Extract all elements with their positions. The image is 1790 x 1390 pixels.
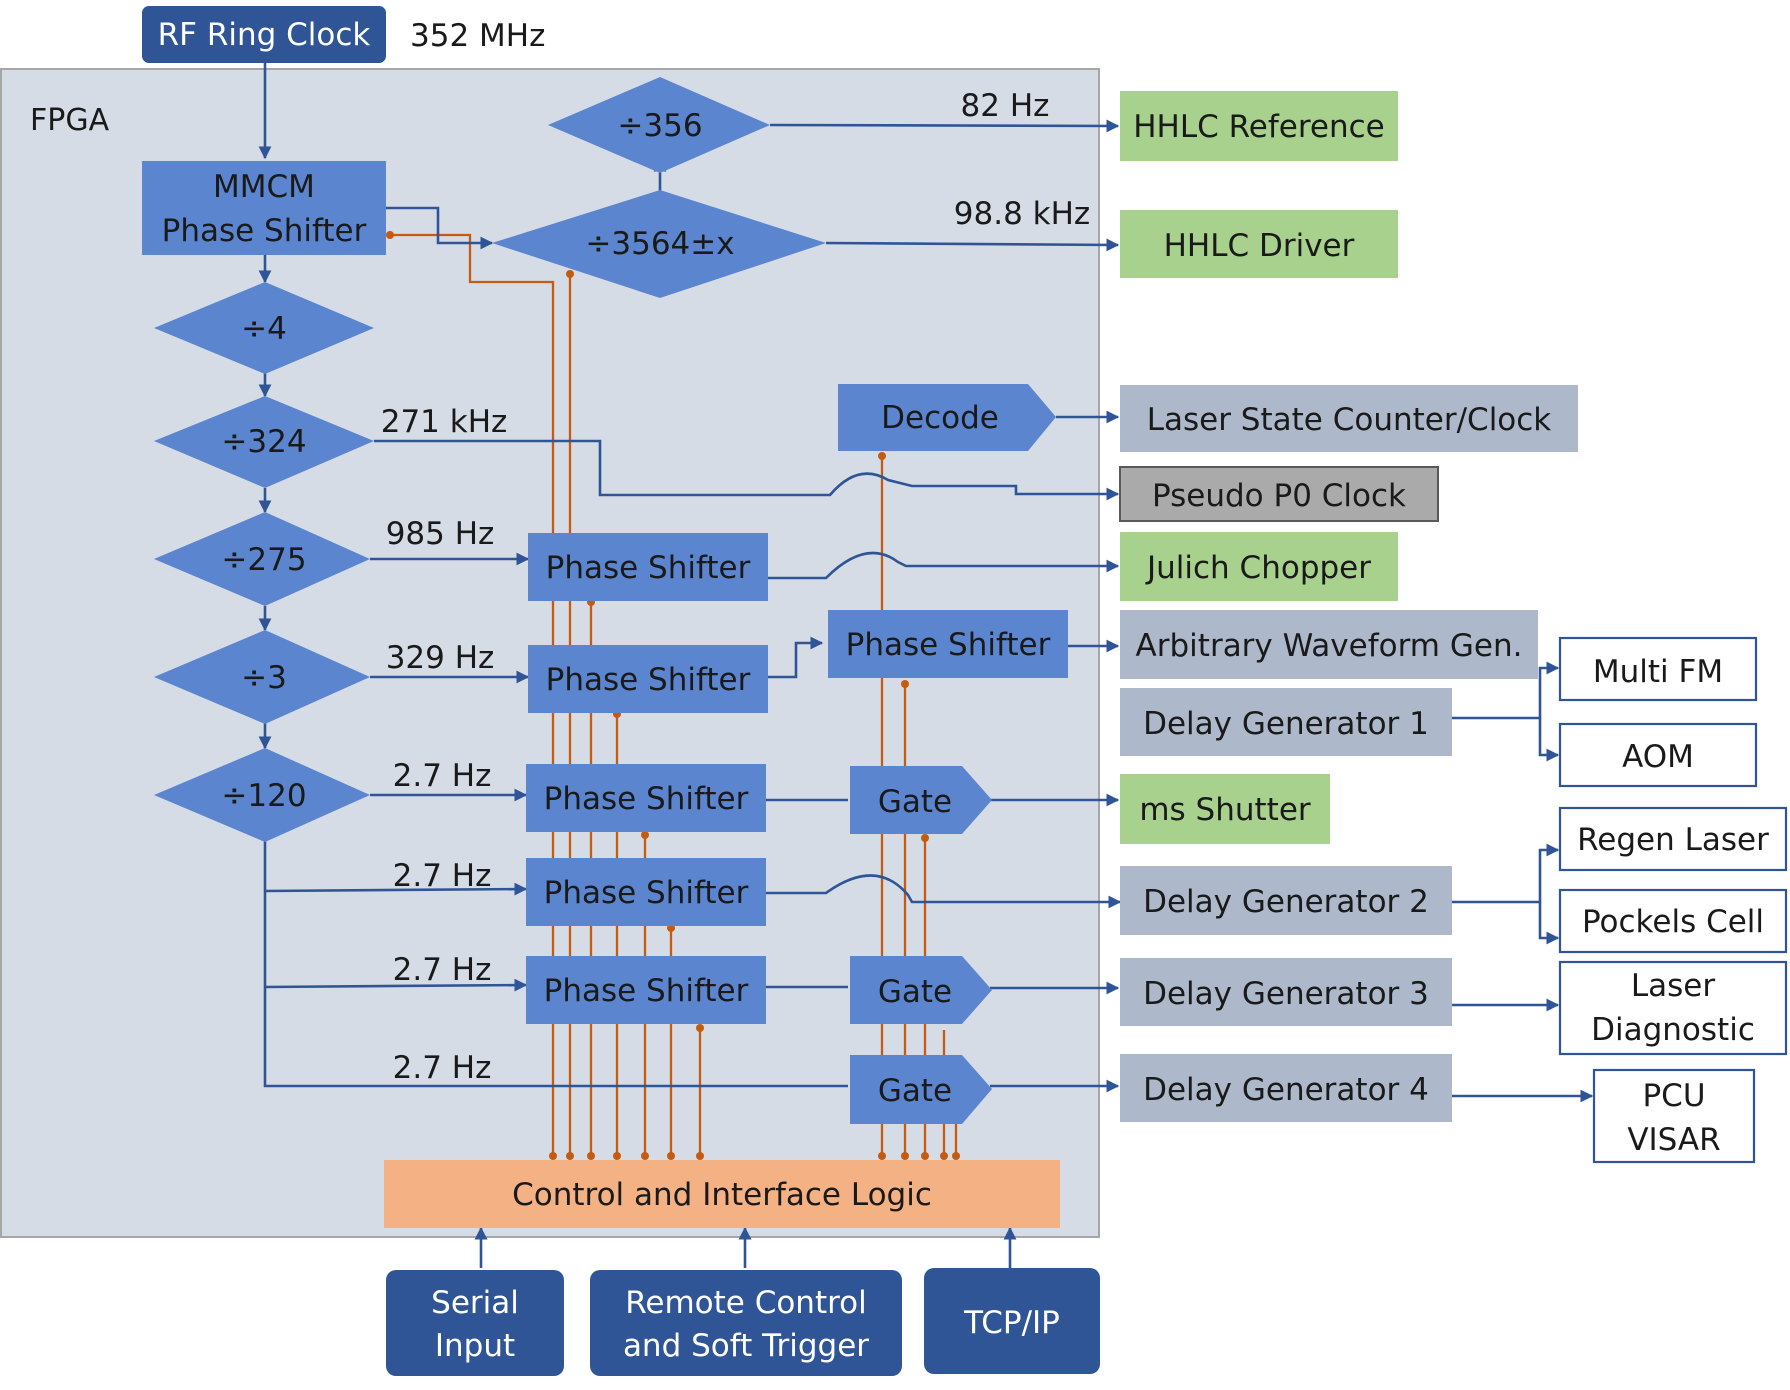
svg-text:÷324: ÷324: [221, 424, 306, 460]
svg-text:Delay Generator 2: Delay Generator 2: [1143, 884, 1429, 920]
output-delay-generator-2: Delay Generator 2: [1120, 866, 1452, 935]
svg-text:VISAR: VISAR: [1627, 1122, 1720, 1158]
svg-text:Delay Generator 1: Delay Generator 1: [1143, 706, 1429, 742]
gate-ms-shutter: Gate: [850, 766, 992, 834]
svg-text:ms Shutter: ms Shutter: [1139, 792, 1311, 828]
svg-text:Delay Generator 3: Delay Generator 3: [1143, 976, 1429, 1012]
svg-text:Phase Shifter: Phase Shifter: [544, 781, 749, 817]
rf-ring-clock-block: RF Ring Clock: [142, 6, 386, 63]
output-delay-generator-3: Delay Generator 3: [1120, 958, 1452, 1026]
phase-shifter-985hz: Phase Shifter: [528, 533, 768, 601]
svg-text:Delay Generator 4: Delay Generator 4: [1143, 1072, 1429, 1108]
phase-shifter-2-7hz-3: Phase Shifter: [526, 956, 766, 1024]
divider-3564: ÷3564±x: [492, 190, 826, 298]
divider-324: ÷324: [154, 396, 374, 488]
svg-text:Remote Control: Remote Control: [625, 1285, 867, 1321]
svg-text:Julich Chopper: Julich Chopper: [1145, 550, 1371, 586]
rf-frequency-label: 352 MHz: [410, 18, 545, 54]
device-multi-fm: Multi FM: [1558, 636, 1758, 702]
svg-text:Multi FM: Multi FM: [1593, 654, 1723, 690]
svg-text:Phase Shifter: Phase Shifter: [846, 627, 1051, 663]
svg-text:Diagnostic: Diagnostic: [1591, 1012, 1755, 1048]
decode-block: Decode: [838, 384, 1056, 451]
svg-text:÷120: ÷120: [221, 778, 306, 814]
output-hhlc-driver: HHLC Driver: [1120, 210, 1398, 278]
output-delay-generator-4: Delay Generator 4: [1120, 1054, 1452, 1122]
divider-4: ÷4: [154, 282, 374, 374]
phase-shifter-329hz: Phase Shifter: [528, 645, 768, 713]
svg-text:TCP/IP: TCP/IP: [963, 1305, 1060, 1341]
svg-text:Phase Shifter: Phase Shifter: [544, 875, 749, 911]
freq-label-98khz: 98.8 kHz: [954, 196, 1090, 232]
svg-text:HHLC Reference: HHLC Reference: [1133, 109, 1385, 145]
svg-text:Decode: Decode: [881, 400, 999, 436]
svg-text:and Soft Trigger: and Soft Trigger: [623, 1328, 869, 1364]
output-hhlc-reference: HHLC Reference: [1120, 91, 1398, 161]
freq-label-82hz: 82 Hz: [961, 88, 1050, 124]
gate-dg3: Gate: [850, 956, 992, 1024]
svg-text:Phase Shifter: Phase Shifter: [546, 662, 751, 698]
svg-text:AOM: AOM: [1622, 739, 1694, 775]
device-regen-laser: Regen Laser: [1558, 806, 1788, 872]
svg-text:Control and Interface Logic: Control and Interface Logic: [512, 1177, 932, 1213]
svg-text:Gate: Gate: [878, 784, 952, 820]
input-tcp-ip: TCP/IP: [924, 1268, 1100, 1374]
divider-275: ÷275: [154, 512, 370, 606]
divider-356: ÷356: [548, 77, 770, 173]
phase-shifter-2-7hz-1: Phase Shifter: [526, 764, 766, 832]
freq-label-2-7hz: 2.7 Hz: [393, 858, 492, 894]
svg-text:Phase Shifter: Phase Shifter: [544, 973, 749, 1009]
divider-120: ÷120: [154, 748, 370, 842]
device-aom: AOM: [1558, 722, 1758, 788]
fpga-label: FPGA: [30, 103, 110, 138]
svg-text:Arbitrary Waveform Gen.: Arbitrary Waveform Gen.: [1136, 628, 1523, 664]
svg-text:MMCM: MMCM: [213, 169, 315, 205]
phase-shifter-2-7hz-2: Phase Shifter: [526, 858, 766, 926]
freq-label-2-7hz: 2.7 Hz: [393, 1050, 492, 1086]
signal-wires: [258, 63, 1594, 1268]
svg-text:Laser: Laser: [1631, 968, 1715, 1004]
svg-text:PCU: PCU: [1642, 1078, 1705, 1114]
output-delay-generator-1: Delay Generator 1: [1120, 688, 1452, 756]
mmcm-phase-shifter-block: MMCM Phase Shifter: [142, 161, 386, 255]
svg-text:÷3564±x: ÷3564±x: [585, 226, 734, 262]
input-remote-control: Remote Control and Soft Trigger: [590, 1270, 902, 1376]
phase-shifter-awg: Phase Shifter: [828, 610, 1068, 678]
device-pockels-cell: Pockels Cell: [1558, 888, 1788, 954]
svg-text:Phase Shifter: Phase Shifter: [546, 550, 751, 586]
gate-dg4: Gate: [850, 1055, 992, 1124]
freq-label-985hz: 985 Hz: [386, 516, 495, 552]
freq-label-2-7hz: 2.7 Hz: [393, 758, 492, 794]
output-laser-state-counter: Laser State Counter/Clock: [1120, 385, 1578, 452]
freq-label-271khz: 271 kHz: [381, 404, 508, 440]
input-serial: Serial Input: [386, 1270, 564, 1376]
svg-text:RF Ring Clock: RF Ring Clock: [158, 17, 371, 53]
device-pcu-visar: PCU VISAR: [1592, 1068, 1756, 1164]
divider-3: ÷3: [154, 630, 370, 724]
svg-text:Regen Laser: Regen Laser: [1577, 822, 1769, 858]
svg-text:÷3: ÷3: [241, 660, 287, 696]
svg-text:Pockels Cell: Pockels Cell: [1582, 904, 1764, 940]
output-arbitrary-waveform-gen: Arbitrary Waveform Gen.: [1120, 610, 1538, 679]
svg-text:Gate: Gate: [878, 974, 952, 1010]
freq-label-2-7hz: 2.7 Hz: [393, 952, 492, 988]
svg-text:Laser State Counter/Clock: Laser State Counter/Clock: [1147, 402, 1552, 438]
svg-text:Pseudo P0 Clock: Pseudo P0 Clock: [1152, 478, 1406, 514]
device-laser-diagnostic: Laser Diagnostic: [1558, 960, 1788, 1056]
output-pseudo-p0-clock: Pseudo P0 Clock: [1119, 466, 1439, 522]
svg-text:÷275: ÷275: [221, 542, 306, 578]
output-julich-chopper: Julich Chopper: [1120, 532, 1398, 601]
svg-text:Input: Input: [435, 1328, 515, 1364]
control-interface-logic-block: Control and Interface Logic: [384, 1160, 1060, 1228]
svg-text:÷4: ÷4: [241, 311, 287, 347]
svg-text:HHLC Driver: HHLC Driver: [1164, 228, 1355, 264]
freq-label-329hz: 329 Hz: [386, 640, 495, 676]
svg-text:Gate: Gate: [878, 1073, 952, 1109]
svg-text:÷356: ÷356: [617, 108, 702, 144]
output-ms-shutter: ms Shutter: [1120, 774, 1330, 844]
svg-text:Serial: Serial: [431, 1285, 519, 1321]
svg-text:Phase Shifter: Phase Shifter: [162, 213, 367, 249]
